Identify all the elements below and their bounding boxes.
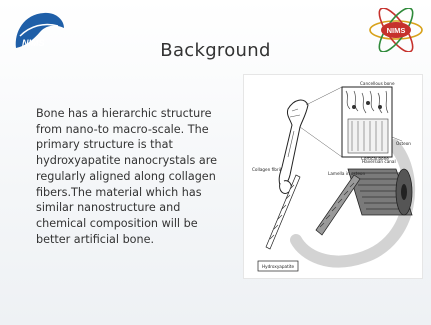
label-collagen-fibril: Collagen fibril (252, 167, 281, 172)
label-cancellous-bone: Cancellous bone (360, 81, 395, 86)
bone-hierarchy-figure: Cancellous bone Cortical bone Osteon Hav… (244, 75, 422, 278)
label-haversian-canal: Haversian canal (362, 159, 396, 164)
slide-title: Background (0, 40, 431, 61)
body-paragraph: Bone has a hierarchic structure from nan… (36, 106, 234, 247)
logo-right-text: NIMS (387, 26, 406, 35)
bone-section-illustration: Cancellous bone Cortical bone (342, 81, 395, 161)
label-osteon: Osteon (396, 141, 411, 146)
label-apatite: Hydroxyapatite (262, 264, 295, 269)
femur-illustration (279, 100, 308, 193)
label-lamella: Lamella in osteon (328, 171, 365, 176)
lamella-illustration (316, 175, 360, 235)
